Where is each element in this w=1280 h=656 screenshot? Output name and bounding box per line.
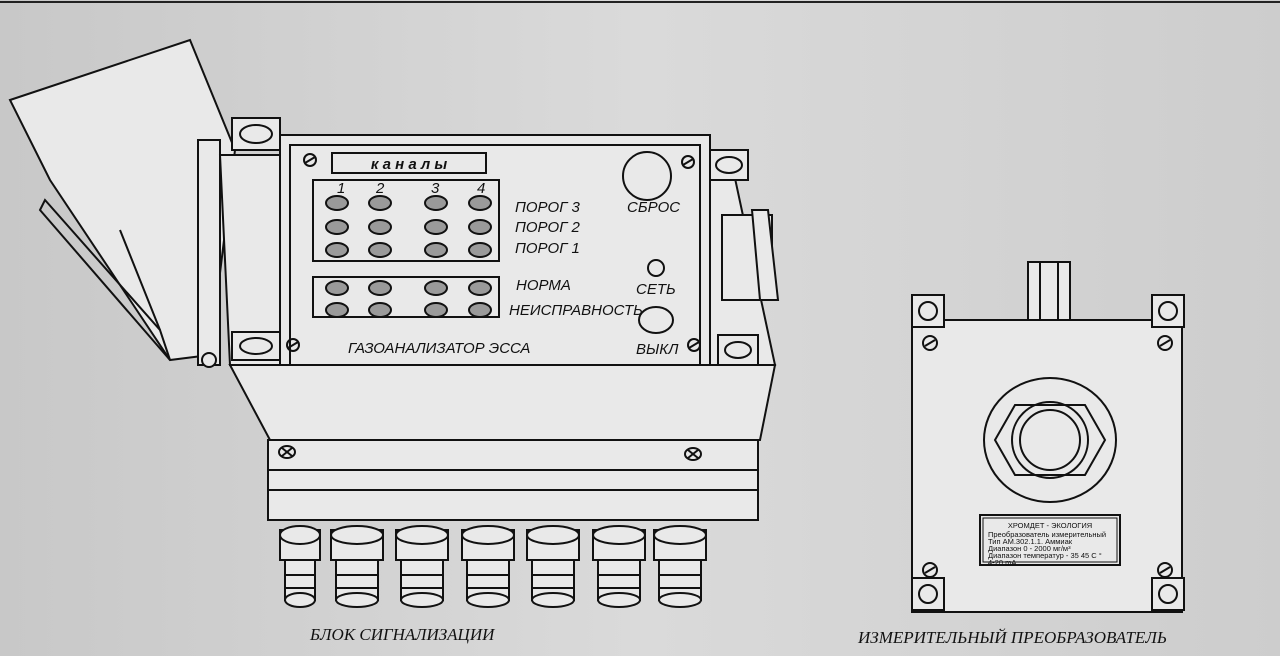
reset-label: СБРОС	[627, 199, 680, 216]
indicator-lamp	[424, 302, 448, 318]
threshold-label: ПОРОГ 2	[515, 219, 581, 236]
reset-button[interactable]	[622, 151, 672, 201]
indicator-lamp	[368, 280, 392, 296]
indicator-lamp	[468, 219, 492, 235]
cable-glands	[279, 525, 707, 608]
indicator-lamp	[468, 195, 492, 211]
cable-gland	[330, 525, 384, 608]
nameplate-line: Преобразователь измерительный	[988, 530, 1106, 539]
cable-gland	[279, 525, 321, 608]
cable-gland	[461, 525, 515, 608]
model-label: ГАЗОАНАЛИЗАТОР ЭССА	[348, 340, 530, 357]
left-caption: БЛОК СИГНАЛИЗАЦИИ	[309, 625, 496, 644]
threshold-label: ПОРОГ 1	[515, 240, 580, 257]
cable-gland	[395, 525, 449, 608]
terminal-box	[267, 439, 759, 521]
indicator-lamp	[368, 219, 392, 235]
channel-number: 2	[375, 180, 385, 197]
screw-icon	[286, 153, 701, 352]
power-label: СЕТЬ	[636, 281, 676, 298]
channel-number: 1	[337, 180, 345, 197]
indicator-lamps	[325, 195, 492, 318]
nameplate-line: Диапазон температур - 35 45 С °	[988, 551, 1102, 560]
indicator-lamp	[368, 195, 392, 211]
indicator-lamp	[424, 219, 448, 235]
threshold-label: ПОРОГ 3	[515, 199, 581, 216]
off-label: ВЫКЛ	[636, 341, 679, 358]
indicator-lamp	[368, 302, 392, 318]
indicator-lamp	[468, 302, 492, 318]
channels-title: к а н а л ы	[371, 156, 448, 173]
indicator-lamp	[325, 280, 349, 296]
channel-number: 4	[477, 180, 485, 197]
indicator-lamp	[468, 242, 492, 258]
indicator-lamp	[424, 242, 448, 258]
indicator-lamp	[468, 280, 492, 296]
indicator-lamp	[325, 219, 349, 235]
nameplate-line: 4-20 mA	[988, 558, 1016, 567]
indicator-lamp	[325, 242, 349, 258]
transducer-housing	[911, 319, 1183, 613]
power-indicator	[647, 259, 665, 277]
indicator-lamp	[325, 302, 349, 318]
nameplate-line: Тип АМ.302.1.1. Аммиак	[988, 537, 1073, 546]
hinge	[197, 139, 221, 366]
indicator-lamp	[368, 242, 392, 258]
nameplate-line: Диапазон 0 - 2000 мг/м³	[988, 544, 1071, 553]
indicator-lamp	[424, 280, 448, 296]
status-label: НЕИСПРАВНОСТЬ	[509, 302, 643, 319]
signaling-unit: к а н а л ы 1 2 3 4 ПОРОГ 3 ПОРОГ 2 ПОРО…	[8, 38, 780, 644]
channel-number: 3	[431, 180, 440, 197]
off-button[interactable]	[638, 306, 674, 334]
measuring-transducer: ХРОМДЕТ - ЭКОЛОГИЯ Преобразователь измер…	[857, 261, 1185, 647]
indicator-lamp	[424, 195, 448, 211]
cable-gland	[526, 525, 580, 608]
nameplate	[979, 514, 1121, 566]
status-label: НОРМА	[516, 277, 571, 294]
cable-gland	[653, 525, 707, 608]
nameplate-title: ХРОМДЕТ - ЭКОЛОГИЯ	[1008, 521, 1092, 530]
indicator-lamp	[325, 195, 349, 211]
right-caption: ИЗМЕРИТЕЛЬНЫЙ ПРЕОБРАЗОВАТЕЛЬ	[857, 628, 1167, 647]
cable-gland	[592, 525, 646, 608]
